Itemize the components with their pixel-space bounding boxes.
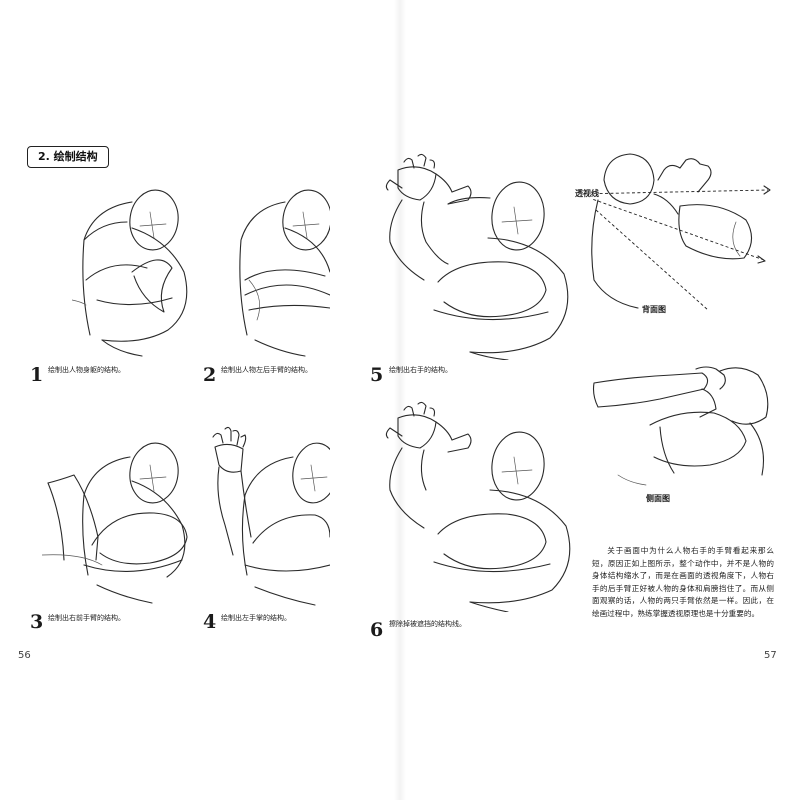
book-gutter xyxy=(394,0,406,800)
right-page xyxy=(400,0,800,800)
step-1-illustration xyxy=(72,180,207,360)
step-3-illustration xyxy=(42,425,207,610)
page-number-left: 56 xyxy=(18,650,31,661)
side-view-label: 侧面图 xyxy=(646,494,670,504)
step-caption: 绘制出人物身躯的结构。 xyxy=(48,366,125,374)
step-2-illustration xyxy=(235,180,330,360)
step-5-illustration xyxy=(378,152,588,360)
step-number: 1 xyxy=(30,364,44,386)
step-caption: 绘制出右前手臂的结构。 xyxy=(48,614,125,622)
step-caption: 绘制出左手掌的结构。 xyxy=(221,614,291,622)
back-view-label: 背面图 xyxy=(642,305,666,315)
page-number-right: 57 xyxy=(764,650,777,661)
back-view-illustration xyxy=(568,150,778,318)
step-caption: 擦除掉被遮挡的结构线。 xyxy=(389,620,466,628)
step-caption: 绘制出人物左后手臂的结构。 xyxy=(221,366,312,374)
section-title-badge: 2. 绘制结构 xyxy=(27,146,109,168)
step-number: 3 xyxy=(30,611,44,633)
step-number: 4 xyxy=(203,611,217,633)
step-6-illustration xyxy=(378,400,588,612)
step-number: 5 xyxy=(370,364,384,386)
perspective-line-label: 透视线 xyxy=(575,189,599,199)
left-page xyxy=(0,0,400,800)
side-view-illustration xyxy=(590,365,780,490)
step-caption: 绘制出右手的结构。 xyxy=(389,366,452,374)
step-number: 2 xyxy=(203,364,217,386)
step-4-illustration xyxy=(205,425,330,610)
explanation-paragraph: 关于画面中为什么人物右手的手臂看起来那么短，原因正如上图所示，整个动作中，并不是… xyxy=(592,546,774,618)
step-number: 6 xyxy=(370,619,384,641)
